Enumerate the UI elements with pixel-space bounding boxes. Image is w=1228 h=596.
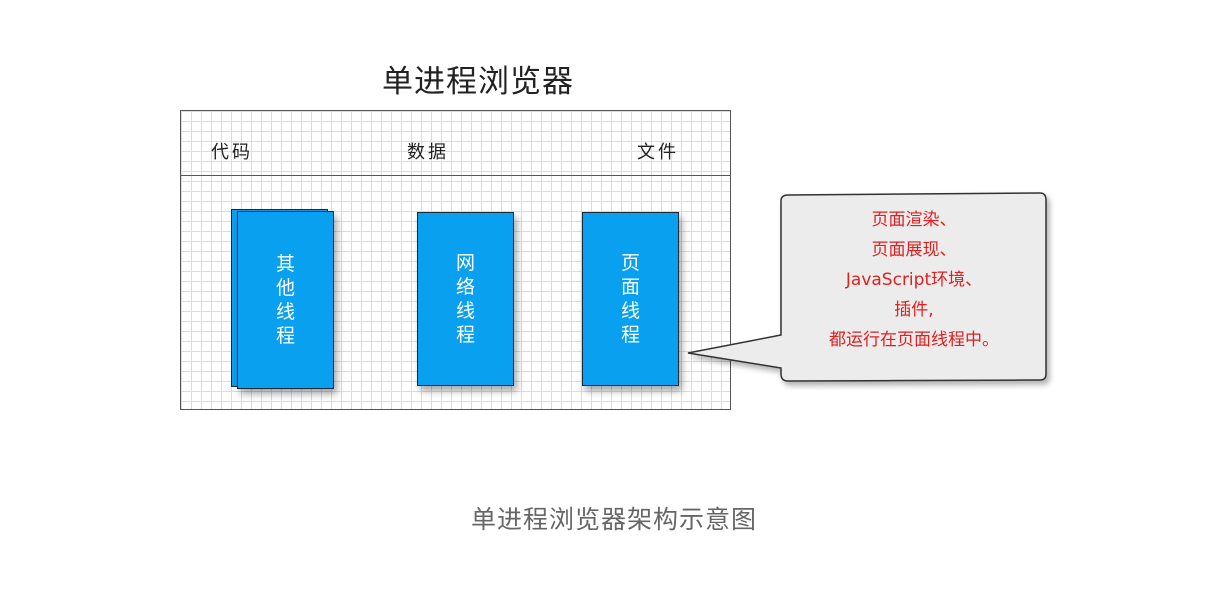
page-thread-block: 页面线程 [582, 212, 679, 386]
network-thread-block: 网络线程 [417, 212, 514, 386]
callout-text: 页面渲染、 页面展现、 JavaScript环境、 插件, 都运行在页面线程中。 [784, 205, 1044, 355]
browser-process-box: 代码 数据 文件 其他线程 网络线程 页面线程 [180, 110, 731, 410]
other-thread-label: 其他线程 [275, 253, 295, 347]
resource-file: 文件 [637, 142, 679, 163]
page-thread-label: 页面线程 [620, 252, 640, 346]
resource-data: 数据 [407, 142, 449, 163]
callout-line-3: JavaScript环境、 [845, 270, 983, 290]
resource-code: 代码 [211, 142, 253, 163]
diagram-title: 单进程浏览器 [382, 64, 574, 100]
callout-line-4: 插件, [894, 300, 934, 320]
callout-bubble [687, 192, 1047, 382]
other-thread-block: 其他线程 [237, 211, 334, 389]
callout-line-5: 都运行在页面线程中。 [829, 330, 999, 350]
resource-divider [181, 175, 730, 176]
callout-line-2: 页面展现、 [871, 240, 957, 260]
figure-caption: 单进程浏览器架构示意图 [470, 505, 757, 534]
callout-line-1: 页面渲染、 [871, 210, 957, 230]
network-thread-label: 网络线程 [455, 252, 475, 346]
